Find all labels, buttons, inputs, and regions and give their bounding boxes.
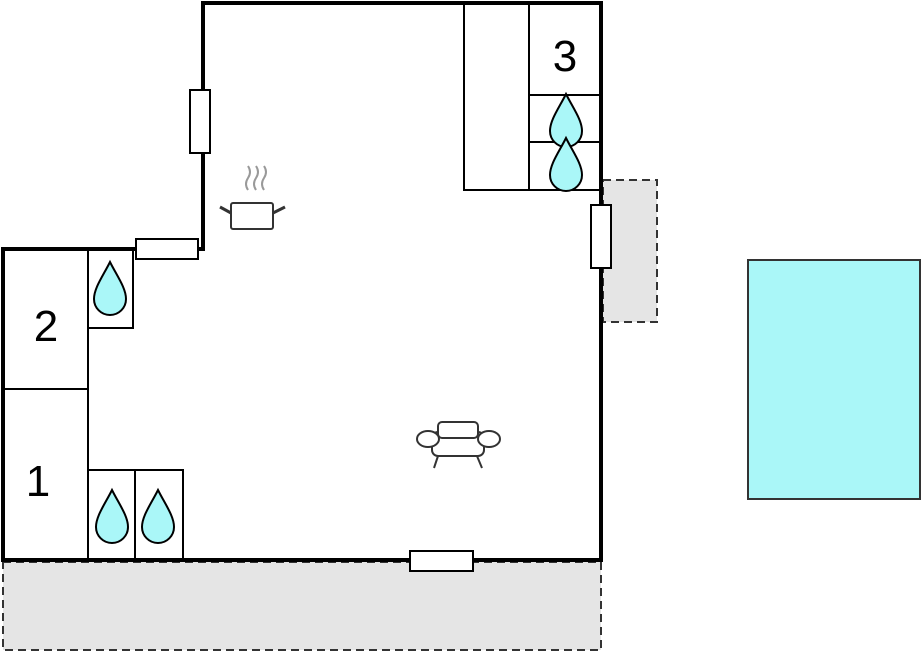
room-label-1: 1 xyxy=(26,457,50,506)
room-label-3: 3 xyxy=(553,32,577,81)
windows xyxy=(135,89,612,572)
outer-walls xyxy=(1,1,603,562)
swimming-pool xyxy=(747,259,921,500)
water-drop-icon xyxy=(94,487,130,544)
water-drop-icon xyxy=(92,259,128,316)
water-drop-icon xyxy=(548,135,584,192)
bathroom-cells xyxy=(87,248,184,561)
terrace-bottom xyxy=(2,561,602,651)
sofa-icon xyxy=(416,421,501,469)
window-icon xyxy=(590,204,612,269)
window-icon xyxy=(135,238,199,260)
window-icon xyxy=(189,89,211,154)
water-drop-icon xyxy=(140,487,176,544)
window-icon xyxy=(409,550,474,572)
room-label-2: 2 xyxy=(34,302,58,351)
water-drops xyxy=(92,91,584,544)
kitchen-pot-icon xyxy=(219,165,286,230)
